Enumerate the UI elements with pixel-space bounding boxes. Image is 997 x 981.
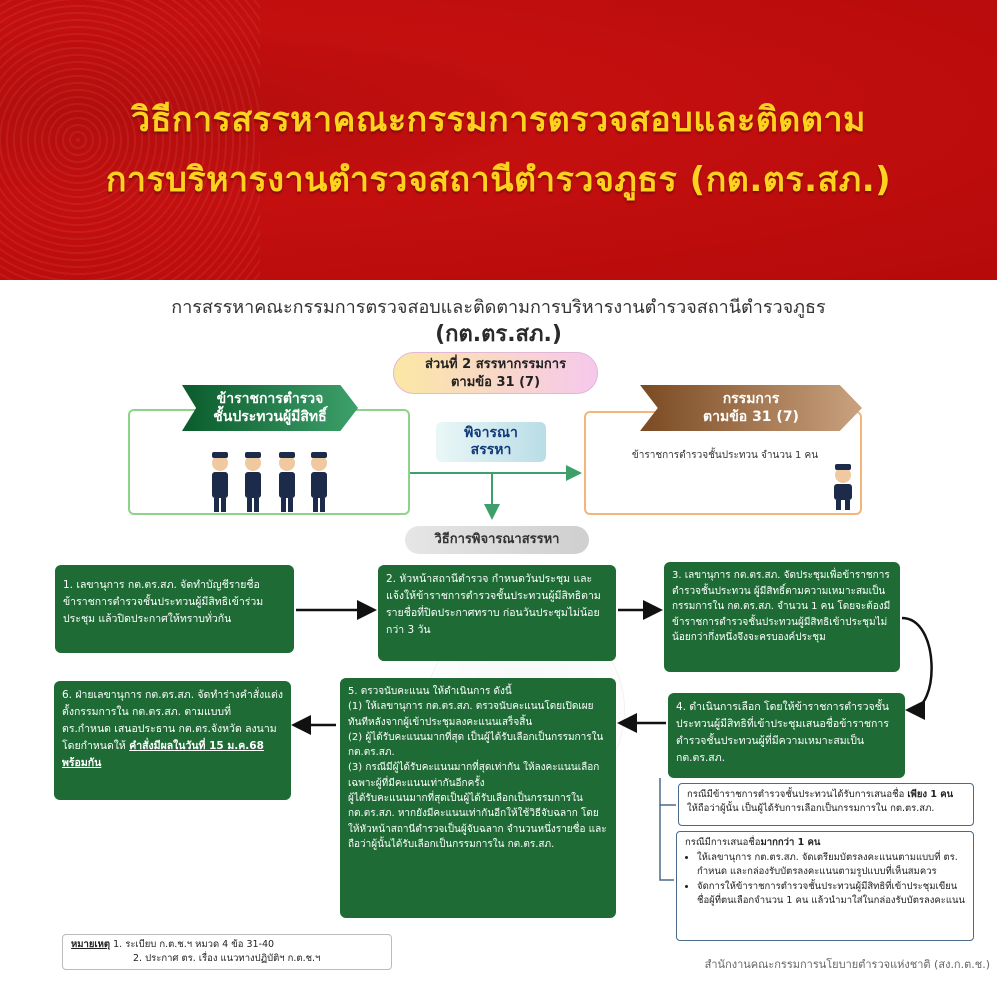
step-5-intro: 5. ตรวจนับคะแนน ให้ดำเนินการ ดังนี้ [348, 686, 512, 697]
remarks-box: หมายเหตุ 1. ระเบียบ ก.ต.ช.ฯ หมวด 4 ข้อ 3… [62, 934, 392, 970]
method-heading: วิธีการพิจารณาสรรหา [405, 526, 589, 554]
officer-illustration [834, 464, 852, 510]
step-6-box: 6. ฝ่ายเลขานุการ กต.ตร.สภ. จัดทำร่างคำสั… [54, 681, 291, 800]
step-6-effective-date: คำสั่งมีผลในวันที่ 15 ม.ค.68 พร้อมกัน [62, 740, 264, 769]
header-banner: วิธีการสรรหาคณะกรรมการตรวจสอบและติดตาม ก… [0, 0, 997, 280]
remarks-line-1: หมายเหตุ 1. ระเบียบ ก.ต.ช.ฯ หมวด 4 ข้อ 3… [71, 938, 383, 952]
eligible-officers-label: ข้าราชการตำรวจ ชั้นประทวนผู้มีสิทธิ์ [182, 385, 358, 431]
banner-title-line2: การบริหารงานตำรวจสถานีตำรวจภูธร (กต.ตร.ส… [105, 160, 892, 200]
banner-title-line1: วิธีการสรรหาคณะกรรมการตรวจสอบและติดตาม [131, 100, 866, 140]
case2-bold: มากกว่า 1 คน [760, 837, 821, 848]
poster-title: การสรรหาคณะกรรมการตรวจสอบและติดตามการบริ… [171, 297, 826, 318]
step-2-box: 2. หัวหน้าสถานีตำรวจ กำหนดวันประชุม และแ… [378, 565, 616, 661]
committee-description: ข้าราชการตำรวจชั้นประทวน จำนวน 1 คน [631, 450, 819, 461]
case-multiple-nominees-box: กรณีมีการเสนอชื่อมากกว่า 1 คน ให้เลขานุก… [676, 831, 974, 941]
step-5-item-2: (2) ผู้ได้รับคะแนนมากที่สุด เป็นผู้ได้รั… [348, 731, 604, 759]
source-credit: สำนักงานคณะกรรมการนโยบายตำรวจแห่งชาติ (ส… [704, 958, 990, 971]
case2-item: จัดการให้ข้าราชการตำรวจชั้นประทวนผู้มีสิ… [697, 880, 965, 908]
eligible-officers-label-line1: ข้าราชการตำรวจ [216, 391, 324, 407]
case2-item: ให้เลขานุการ กต.ตร.สภ. จัดเตรียมบัตรลงคะ… [697, 851, 965, 879]
remarks-label: หมายเหตุ [71, 939, 111, 950]
eligible-officers-label-line2: ชั้นประทวนผู้มีสิทธิ์ [213, 409, 327, 425]
remarks-item-1: 1. ระเบียบ ก.ต.ช.ฯ หมวด 4 ข้อ 31-40 [113, 939, 275, 950]
step-5-box: 5. ตรวจนับคะแนน ให้ดำเนินการ ดังนี้ (1) … [340, 678, 616, 918]
consider-label-line2: สรรหา [470, 442, 512, 458]
infographic: การสรรหาคณะกรรมการตรวจสอบและติดตามการบริ… [0, 280, 997, 981]
case2-connector [659, 805, 674, 881]
section-badge-line2: ตามข้อ 31 (7) [450, 375, 541, 390]
step-5-item-1: (1) ให้เลขานุการ กต.ตร.สภ. ตรวจนับคะแนนโ… [348, 701, 594, 728]
officers-illustration [212, 452, 327, 512]
step-5-item-4: ผู้ได้รับคะแนนมากที่สุดเป็นผู้ได้รับเลือ… [348, 793, 607, 850]
case1-result: ให้ถือว่าผู้นั้น เป็นผู้ได้รับการเลือกเป… [687, 803, 935, 814]
consider-label: พิจารณา สรรหา [436, 422, 546, 462]
banner-texture [0, 0, 260, 280]
committee-label-line1: กรรมการ [722, 391, 780, 407]
consider-label-line1: พิจารณา [464, 425, 518, 441]
committee-label-line2: ตามข้อ 31 (7) [703, 409, 799, 425]
case2-heading: กรณีมีการเสนอชื่อมากกว่า 1 คน [685, 836, 965, 850]
section-badge-line1: ส่วนที่ 2 สรรหากรรมการ [424, 357, 567, 372]
case1-text: กรณีมีข้าราชการตำรวจชั้นประทวนได้รับการเ… [687, 789, 905, 800]
arrow-3-4 [901, 616, 933, 720]
case2-list: ให้เลขานุการ กต.ตร.สภ. จัดเตรียมบัตรลงคะ… [697, 851, 965, 908]
step-4-box: 4. ดำเนินการเลือก โดยให้ข้าราชการตำรวจชั… [668, 693, 905, 778]
step-6-text: 6. ฝ่ายเลขานุการ กต.ตร.สภ. จัดทำร่างคำสั… [62, 689, 283, 752]
case2-text: กรณีมีการเสนอชื่อ [685, 837, 761, 848]
step-1-box: 1. เลขานุการ กต.ตร.สภ. จัดทำบัญชีรายชื่อ… [55, 565, 294, 653]
case-one-nominee-box: กรณีมีข้าราชการตำรวจชั้นประทวนได้รับการเ… [678, 783, 974, 826]
section-badge: ส่วนที่ 2 สรรหากรรมการ ตามข้อ 31 (7) [393, 352, 598, 394]
case1-connector [659, 778, 676, 806]
poster-subtitle: (กต.ตร.สภ.) [435, 322, 562, 347]
committee-label: กรรมการ ตามข้อ 31 (7) [640, 385, 862, 431]
step-5-item-3: (3) กรณีมีผู้ได้รับคะแนนมากที่สุดเท่ากัน… [348, 762, 600, 789]
step-3-box: 3. เลขานุการ กต.ตร.สภ. จัดประชุมเพื่อข้า… [664, 562, 900, 672]
remarks-item-2: 2. ประกาศ ตร. เรื่อง แนวทางปฏิบัติฯ ก.ต.… [133, 953, 321, 964]
case1-bold: เพียง 1 คน [907, 789, 954, 800]
